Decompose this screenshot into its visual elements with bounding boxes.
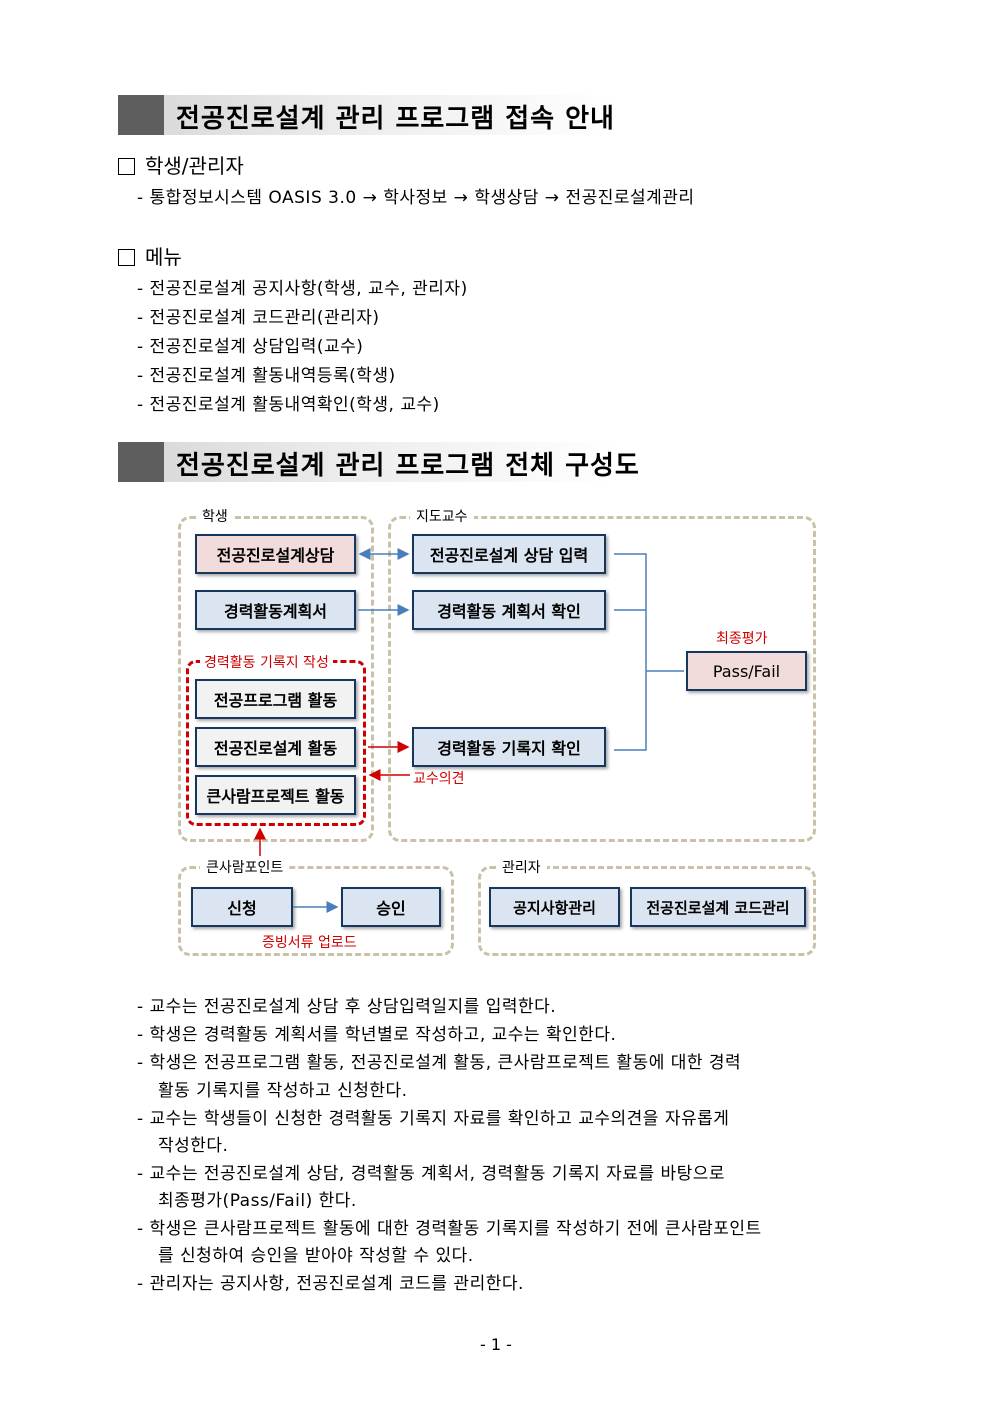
desc-line: - 관리자는 공지사항, 전공진로설계 코드를 관리한다. <box>137 1274 524 1294</box>
menu-item: - 전공진로설계 코드관리(관리자) <box>137 308 380 328</box>
section-marker <box>118 442 164 482</box>
section-title: 전공진로설계 관리 프로그램 접속 안내 <box>176 104 615 134</box>
annotation-final: 최종평가 <box>716 631 768 647</box>
node-program-activity: 전공프로그램 활동 <box>195 679 356 719</box>
annotation-opinion: 교수의견 <box>413 771 465 787</box>
group-label-student: 학생 <box>196 506 234 526</box>
menu-item: - 전공진로설계 활동내역확인(학생, 교수) <box>137 395 440 415</box>
checkbox-square-icon <box>118 249 135 266</box>
group-admin <box>478 866 816 956</box>
page-number: - 1 - <box>480 1335 512 1354</box>
node-notice-manage: 공지사항관리 <box>489 887 620 927</box>
desc-line-cont: 를 신청하여 승인을 받아야 작성할 수 있다. <box>158 1246 474 1266</box>
desc-line: - 교수는 전공진로설계 상담, 경력활동 계획서, 경력활동 기록지 자료를 … <box>137 1164 726 1184</box>
desc-line-cont: 최종평가(Pass/Fail) 한다. <box>158 1191 357 1211</box>
node-plan: 경력활동계획서 <box>195 590 356 630</box>
node-approve: 승인 <box>341 887 441 927</box>
access-heading: 학생/관리자 <box>118 150 244 179</box>
group-student <box>178 516 374 842</box>
node-bigman-activity: 큰사람프로젝트 활동 <box>195 775 356 815</box>
node-pass-fail: Pass/Fail <box>686 651 807 691</box>
node-consult-input: 전공진로설계 상담 입력 <box>412 534 606 574</box>
group-label-point: 큰사람포인트 <box>200 857 290 877</box>
node-consult: 전공진로설계상담 <box>195 534 356 574</box>
node-plan-check: 경력활동 계획서 확인 <box>412 590 606 630</box>
group-label-record: 경력활동 기록지 작성 <box>200 652 333 672</box>
desc-line: - 교수는 전공진로설계 상담 후 상담입력일지를 입력한다. <box>137 997 557 1017</box>
desc-line-cont: 작성한다. <box>158 1136 229 1156</box>
section-marker <box>118 95 164 135</box>
node-apply: 신청 <box>191 887 293 927</box>
access-path: - 통합정보시스템 OASIS 3.0 → 학사정보 → 학생상담 → 전공진로… <box>137 188 695 208</box>
node-career-activity: 전공진로설계 활동 <box>195 727 356 767</box>
node-code-manage: 전공진로설계 코드관리 <box>630 887 806 927</box>
desc-line-cont: 활동 기록지를 작성하고 신청한다. <box>158 1081 408 1101</box>
group-advisor <box>388 516 816 842</box>
menu-item: - 전공진로설계 공지사항(학생, 교수, 관리자) <box>137 279 468 299</box>
group-point <box>178 866 454 956</box>
desc-line: - 학생은 큰사람프로젝트 활동에 대한 경력활동 기록지를 작성하기 전에 큰… <box>137 1219 762 1239</box>
node-record-check: 경력활동 기록지 확인 <box>412 727 606 767</box>
group-label-admin: 관리자 <box>496 857 547 877</box>
section-title: 전공진로설계 관리 프로그램 전체 구성도 <box>176 451 640 481</box>
group-label-advisor: 지도교수 <box>410 506 474 526</box>
annotation-upload: 증빙서류 업로드 <box>262 935 357 951</box>
menu-item: - 전공진로설계 활동내역등록(학생) <box>137 366 396 386</box>
section-header-structure: 전공진로설계 관리 프로그램 전체 구성도 <box>118 442 639 482</box>
checkbox-square-icon <box>118 158 135 175</box>
desc-line: - 학생은 전공프로그램 활동, 전공진로설계 활동, 큰사람프로젝트 활동에 … <box>137 1053 742 1073</box>
menu-heading: 메뉴 <box>118 241 182 270</box>
bracket-connector <box>614 553 647 751</box>
desc-line: - 학생은 경력활동 계획서를 학년별로 작성하고, 교수는 확인한다. <box>137 1025 617 1045</box>
menu-item: - 전공진로설계 상담입력(교수) <box>137 337 364 357</box>
section-header-access: 전공진로설계 관리 프로그램 접속 안내 <box>118 95 618 135</box>
desc-line: - 교수는 학생들이 신청한 경력활동 기록지 자료를 확인하고 교수의견을 자… <box>137 1109 730 1129</box>
